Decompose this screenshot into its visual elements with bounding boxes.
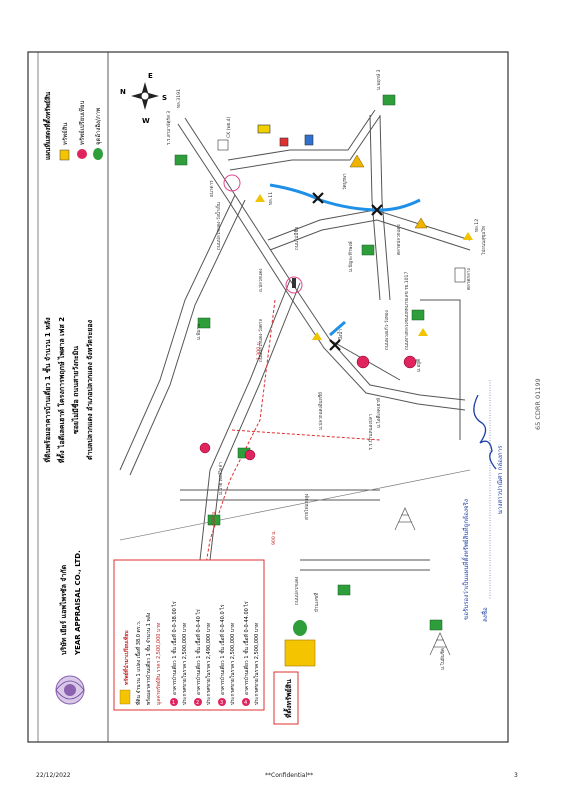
subject-property-marker (284, 620, 316, 667)
label-road-b: ถนนปลวกแดง-วังตาล (257, 319, 264, 362)
label-road-plwk: ถนนปลวกแดง (294, 577, 300, 605)
title-line1: ที่ดินพร้อมอาคารบ้านเดี่ยว 1 ชั้น จำนวน … (41, 317, 52, 463)
label-house-tag: บ้านเลขที่ (313, 593, 320, 612)
legend-compare-swatch (77, 149, 87, 159)
label-temple: วัดบูรพา (341, 173, 348, 190)
comparable-text: อาคารบ้านเดี่ยว 1 ชั้น เนื้อที่ 0-0-40 ไ… (193, 609, 202, 695)
signature-label: ลงชื่อ (481, 607, 489, 622)
comparable-table: ทรัพย์ที่นำมาเปรียบเทียบ ที่ดิน จำนวน 1 … (113, 559, 265, 711)
traffic-light-icon (223, 174, 241, 192)
label-road-cross: ถนนพวงแก้ว-วังทอง (383, 310, 390, 350)
label-village-b: ม.พฤกษ์ 3 (375, 69, 382, 90)
comparable-price: ประกาศขายในราคา 2,500,000 บาท (253, 623, 260, 705)
comparable-row: 4 อาคารบ้านเดี่ยว 1 ชั้น เนื้อที่ 0-0-44… (241, 601, 260, 706)
comparable-header: ทรัพย์ที่นำมาเปรียบเทียบ (122, 630, 130, 685)
label-ck: CK (พย.4) (226, 116, 232, 138)
company-name-th: บริษัท เยียร์ แอพไพรซัล จำกัด (59, 564, 68, 655)
legend-item-subject: ทรัพย์สิน (61, 123, 69, 145)
footer-date: 22/12/2022 (36, 772, 71, 779)
footer-page-number: 3 (514, 772, 518, 779)
subject-line2: พร้อมอาคารบ้านเดี่ยว 1 ชั้น จำนวน 1 หลัง (143, 612, 152, 705)
title-line3: ซอยไม่มีชื่อ ถนนสายวังกะมิน (70, 346, 80, 434)
comparable-text: อาคารบ้านเดี่ยว 1 ชั้น เนื้อที่ 0-0-44.0… (241, 601, 250, 695)
compass-n: N (120, 88, 126, 96)
powerline-tower-icon (394, 507, 451, 656)
subject-value: มูลค่าทรัพย์สิน ราคา 2,500,000 บาท (155, 623, 162, 705)
river (269, 183, 421, 212)
legend: แผนที่แสดงที่ตั้งทรัพย์สิน ทรัพย์สิน ทรั… (42, 91, 103, 161)
label-market2: ตลาดกลาง (467, 268, 472, 290)
traffic-light-icon (285, 276, 303, 294)
label-hwy3191: ทล.3191 (176, 89, 182, 108)
school-icon (255, 194, 473, 340)
label-no11: ทล.11 (268, 192, 274, 205)
legend-title: แผนที่แสดงที่ตั้งทรัพย์สิน (42, 91, 52, 160)
canal (329, 320, 346, 337)
label-n1: ม.วาย พงษ์วิลล่า (217, 462, 224, 495)
temple-icon (349, 154, 428, 229)
comparable-price: ประกาศขายในราคา 2,490,000 บาท (205, 623, 212, 705)
footer-confidential: **Confidential** (265, 772, 314, 779)
legend-item-reference: จุดอ้างอิง/ภาพ (95, 108, 102, 145)
comparable-no: 4 (244, 700, 247, 706)
comparable-marker-icon (199, 355, 417, 461)
label-road-mid: ถนนไม่มีชื่อ (293, 226, 300, 250)
label-village-a: ม.ปัญจะฟ้าพงษ์ (347, 241, 354, 272)
comparable-price: ประกาศขายในราคา 2,500,000 บาท (181, 623, 188, 705)
legend-item-compare: ทรัพย์เปรียบเทียบ (78, 100, 86, 145)
comparable-row: 1 อาคารบ้านเดี่ยว 1 ชั้น เนื้อที่ 0-0-38… (169, 601, 188, 706)
label-dist1: 1,300 ม. (256, 341, 262, 360)
comparable-no: 1 (172, 700, 175, 706)
comparable-text: อาคารบ้านเดี่ยว 1 ชั้น เนื้อที่ 0-0-40.0… (217, 604, 226, 695)
company-name-en: YEAR APPRAISAL CO., LTD. (74, 550, 82, 656)
comparable-no: 2 (196, 700, 199, 706)
label-school2: ร.ร.บ้านหนองปลา (368, 414, 374, 450)
certification-statement: ขอรับรองว่าเป็นแผนที่ตั้งทรัพย์สินที่ถูก… (461, 499, 470, 620)
label-village-c: ม.ปลวกแดงอินทรีย์ (317, 392, 324, 430)
comparable-price: ประกาศขายในราคา 2,500,000 บาท (229, 623, 236, 705)
label-dist3: 500 ม. (211, 510, 217, 525)
document-stamp: 65 CDRR 01199 (534, 378, 542, 430)
label-lake: บึงน้ำ (337, 329, 344, 340)
label-hwy-right: ไปถนนสุขุมวิท (480, 226, 487, 256)
legend-subject-swatch (59, 149, 70, 161)
title-line2: ที่ตั้ง ไอดีเลคเฮาท์ โครงการพฤกษ์ ไพศาล … (55, 317, 66, 464)
subject-line: ที่ดิน จำนวน 1 แปลง เนื้อที่ 38.0 ตร.ว. (133, 620, 142, 705)
comparable-row: 2 อาคารบ้านเดี่ยว 1 ชั้น เนื้อที่ 0-0-40… (193, 609, 212, 706)
label-road-main: ถนนปลวกแดง-วังน้ำเย็น (214, 201, 222, 250)
label-school: ร.ร.สามาจัตุรัส 3 (165, 111, 172, 145)
compass-s: S (162, 94, 167, 102)
label-n3: ม.พิมาน (196, 323, 202, 340)
compass: N E S W (120, 72, 167, 125)
title-line4: ตำบลปลวกแดง อำเภอปลวกแดง จังหวัดระยอง (86, 319, 94, 460)
house-icon (174, 94, 443, 631)
compass-w: W (142, 117, 150, 125)
comparable-text: อาคารบ้านเดี่ยว 1 ชั้น เนื้อที่ 0-0-38.0… (169, 601, 178, 695)
label-no12: ทล.12 (474, 219, 480, 232)
comparable-row: 3 อาคารบ้านเดี่ยว 1 ชั้น เนื้อที่ 0-0-40… (217, 604, 236, 706)
label-dist2: 900 ม. (271, 530, 277, 545)
compass-e: E (148, 72, 153, 80)
comparable-no: 3 (220, 700, 223, 706)
powerline (119, 469, 471, 541)
signal-icon (292, 278, 296, 288)
label-village-e: ม.ในฝันชิด (439, 648, 446, 670)
logo (55, 675, 85, 705)
label-road-kh: ถนนทางหลวงชนบทหมายเลข รย.1017 (404, 272, 410, 350)
subject-location-label: ที่ตั้งทรัพย์สิน (282, 679, 293, 718)
subject-location-box: ที่ตั้งทรัพย์สิน (273, 671, 299, 725)
legend-reference-swatch (93, 148, 103, 160)
signer-name: นางสาวปาณิศา กล่องการ (497, 445, 504, 514)
building-icon (217, 124, 466, 283)
label-powerline: สายไฟแรงสูง (303, 494, 310, 520)
label-district: อ.ปลวกแดง (258, 269, 264, 293)
label-market: ตลาดปลวกแดง (396, 224, 402, 255)
signature-block: ขอรับรองว่าเป็นแผนที่ตั้งทรัพย์สินที่ถูก… (461, 380, 504, 622)
label-n2: ม.อยู่ดี (415, 359, 422, 372)
label-village-d: ม.ไอดีเลคเฮาท์ (375, 398, 382, 428)
label-bank: ธนาคาร (209, 180, 215, 197)
bridge-icon (312, 192, 383, 351)
